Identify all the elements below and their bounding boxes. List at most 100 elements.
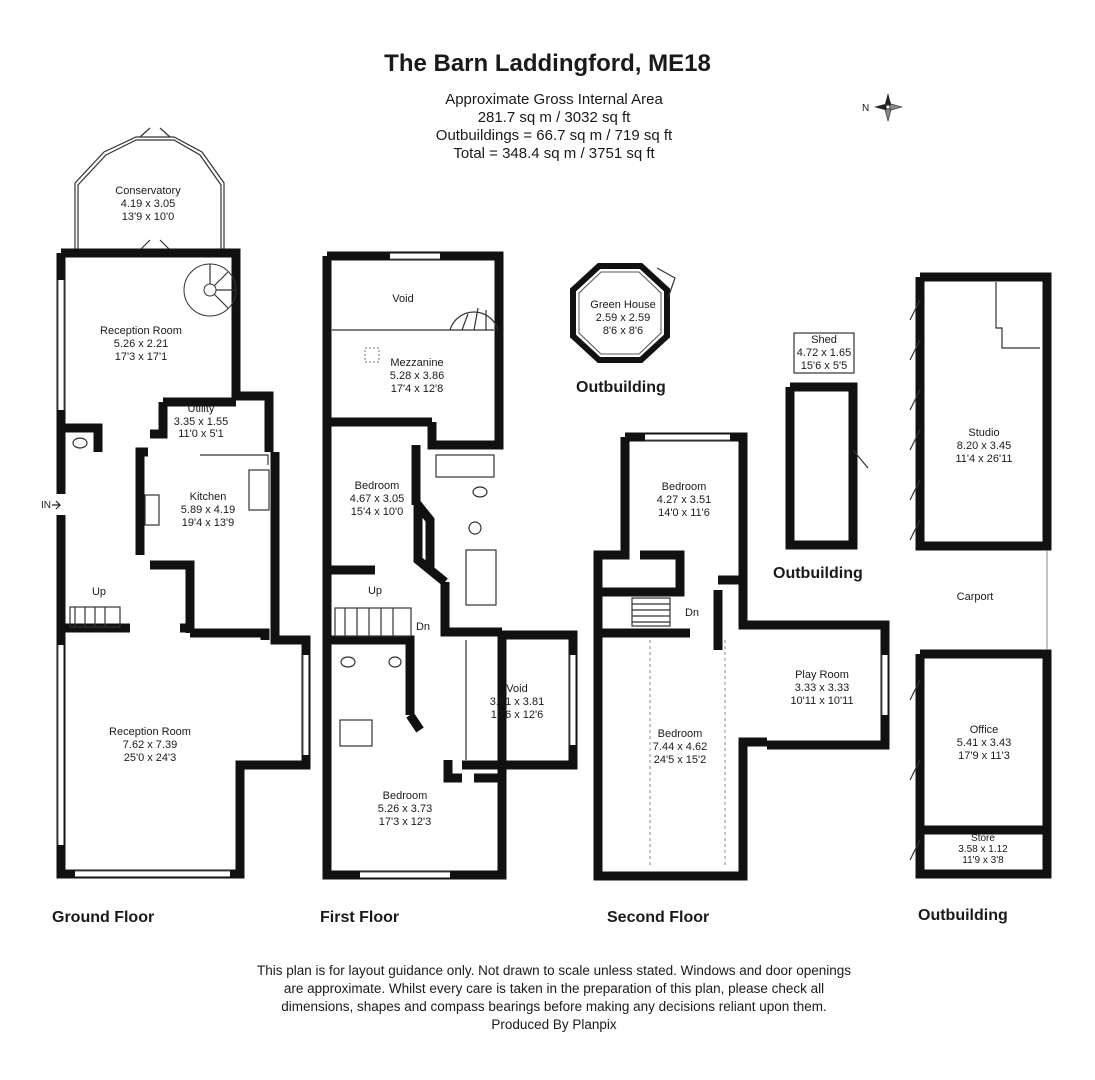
reception-bottom-imperial: 25'0 x 24'3 — [124, 752, 177, 764]
first-staircase-icon — [334, 607, 412, 637]
shed-imperial: 15'6 x 5'5 — [801, 360, 847, 372]
conservatory-name: Conservatory — [115, 185, 181, 197]
ground-staircase-icon — [69, 606, 121, 628]
utility-imperial: 11'0 x 5'1 — [178, 428, 224, 440]
ensuite-fixtures-icon — [339, 656, 402, 747]
reception-bottom-name: Reception Room — [109, 726, 191, 738]
bedroom-ff2-name: Bedroom — [383, 790, 428, 802]
shed-outbuilding-label: Outbuilding — [773, 565, 863, 582]
up-marker-ground: Up — [92, 586, 106, 598]
void-top-name: Void — [392, 293, 413, 305]
greenhouse-outbuilding-label: Outbuilding — [576, 379, 666, 396]
studio-imperial: 11'4 x 26'11 — [955, 453, 1012, 465]
bedroom-sf2-metric: 7.44 x 4.62 — [653, 741, 707, 753]
play-room-metric: 3.33 x 3.33 — [795, 682, 849, 694]
shed-name: Shed — [811, 334, 837, 346]
bedroom-ff2-imperial: 17'3 x 12'3 — [379, 816, 432, 828]
first-floor-label: First Floor — [320, 909, 400, 926]
conservatory-imperial: 13'9 x 10'0 — [122, 211, 175, 223]
kitchen-name: Kitchen — [190, 491, 227, 503]
void-ff-metric: 3.81 x 3.81 — [490, 696, 544, 708]
disclaimer-line-4: Produced By Planpix — [491, 1017, 617, 1032]
compass-north-label: N — [862, 103, 870, 114]
second-staircase-icon — [631, 597, 671, 627]
spiral-staircase-icon — [183, 263, 237, 317]
store-metric: 3.58 x 1.12 — [958, 844, 1008, 855]
reception-top-name: Reception Room — [100, 325, 182, 337]
ground-floor-plan — [52, 127, 311, 879]
mezzanine-imperial: 17'4 x 12'8 — [391, 383, 444, 395]
green-house-metric: 2.59 x 2.59 — [596, 312, 650, 324]
kitchen-metric: 5.89 x 4.19 — [181, 504, 235, 516]
area-total: Total = 348.4 sq m / 3751 sq ft — [453, 145, 655, 162]
mezzanine-name: Mezzanine — [390, 357, 443, 369]
dn-marker-second: Dn — [685, 607, 699, 619]
store-name: Store — [971, 833, 995, 844]
office-doors-icon — [909, 679, 921, 861]
office-imperial: 17'9 x 11'3 — [958, 750, 1010, 762]
reception-top-metric: 5.26 x 2.21 — [114, 338, 168, 350]
bedroom-sf1-imperial: 14'0 x 11'6 — [658, 507, 710, 519]
wc-icon — [72, 437, 88, 449]
second-floor-label: Second Floor — [607, 909, 710, 926]
studio-stair-icon — [995, 282, 1040, 349]
shed-label-box — [793, 332, 855, 374]
disclaimer-line-1: This plan is for layout guidance only. N… — [256, 963, 852, 978]
studio-name: Studio — [968, 427, 999, 439]
kitchen-imperial: 19'4 x 13'9 — [182, 517, 235, 529]
in-marker: IN — [41, 500, 51, 511]
conservatory-door-icon — [139, 127, 171, 251]
void-ff-imperial: 12'6 x 12'6 — [491, 709, 544, 721]
greenhouse-plan — [570, 263, 676, 363]
conservatory-metric: 4.19 x 3.05 — [121, 198, 175, 210]
first-spiral-staircase-icon — [449, 307, 499, 331]
dn-marker-first: Dn — [416, 621, 430, 633]
office-metric: 5.41 x 3.43 — [957, 737, 1011, 749]
up-marker-first: Up — [368, 585, 382, 597]
reception-top-imperial: 17'3 x 17'1 — [115, 351, 168, 363]
reception-bottom-metric: 7.62 x 7.39 — [123, 739, 177, 751]
plan-title: The Barn Laddingford, ME18 — [384, 50, 711, 77]
room-labels: Conservatory 4.19 x 3.05 13'9 x 10'0 Rec… — [41, 185, 1013, 866]
green-house-name: Green House — [590, 299, 655, 311]
shed-metric: 4.72 x 1.65 — [797, 347, 851, 359]
entrance-arrow-icon — [52, 500, 61, 510]
outbuilding-plan — [909, 272, 1052, 879]
bedroom-ff1-imperial: 15'4 x 10'0 — [351, 506, 404, 518]
void-ff-name: Void — [506, 683, 527, 695]
shed-plan — [785, 332, 869, 550]
bedroom-sf2-name: Bedroom — [658, 728, 703, 740]
compass-icon — [874, 93, 904, 123]
studio-doors-icon — [909, 299, 921, 541]
mezzanine-metric: 5.28 x 3.86 — [390, 370, 444, 382]
area-summary: Approximate Gross Internal Area 281.7 sq… — [0, 91, 1095, 163]
bedroom-ff2-metric: 5.26 x 3.73 — [378, 803, 432, 815]
area-outbuildings: Outbuildings = 66.7 sq m / 719 sq ft — [435, 127, 673, 144]
carport-name: Carport — [957, 591, 994, 603]
utility-metric: 3.35 x 1.55 — [174, 416, 228, 428]
play-room-name: Play Room — [795, 669, 849, 681]
bedroom-ff1-metric: 4.67 x 3.05 — [350, 493, 404, 505]
bedroom-sf1-metric: 4.27 x 3.51 — [657, 494, 711, 506]
disclaimer: This plan is for layout guidance only. N… — [0, 962, 1095, 1034]
disclaimer-line-3: dimensions, shapes and compass bearings … — [281, 999, 827, 1014]
utility-name: Utility — [188, 403, 215, 415]
area-main: 281.7 sq m / 3032 sq ft — [477, 109, 631, 126]
green-house-imperial: 8'6 x 8'6 — [603, 325, 643, 337]
bathroom-fixtures-icon — [435, 454, 497, 606]
first-floor-plan — [322, 251, 578, 880]
kitchen-worktop-icon — [144, 454, 270, 526]
office-name: Office — [970, 724, 999, 736]
bedroom-sf1-name: Bedroom — [662, 481, 707, 493]
disclaimer-line-2: are approximate. Whilst every care is ta… — [283, 981, 825, 996]
outbuilding-floor-label: Outbuilding — [918, 907, 1008, 924]
ground-floor-label: Ground Floor — [52, 909, 155, 926]
area-heading: Approximate Gross Internal Area — [445, 91, 663, 108]
second-floor-plan — [593, 432, 890, 881]
store-imperial: 11'9 x 3'8 — [962, 855, 1004, 866]
bedroom-ff1-name: Bedroom — [355, 480, 400, 492]
studio-metric: 8.20 x 3.45 — [957, 440, 1011, 452]
play-room-imperial: 10'11 x 10'11 — [790, 695, 853, 707]
bedroom-sf2-imperial: 24'5 x 15'2 — [654, 754, 707, 766]
